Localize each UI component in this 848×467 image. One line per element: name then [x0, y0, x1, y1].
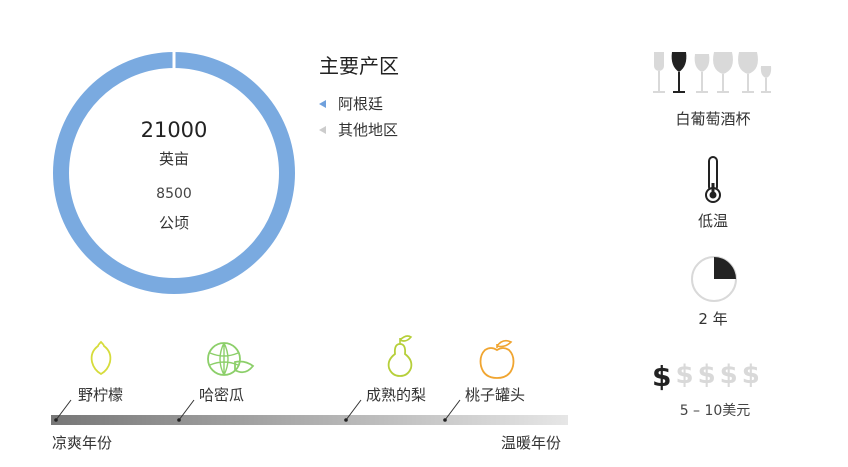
glass-label: 白葡萄酒杯: [675, 110, 751, 128]
wine-glasses: [650, 50, 776, 102]
aging-pie: [690, 255, 738, 307]
glass-icon: [760, 66, 772, 93]
dollar-icon-inactive: $: [719, 360, 738, 390]
legend-item-main: 阿根廷: [319, 93, 383, 114]
glass-icon: [738, 52, 758, 93]
area-hectares-value: 8500: [156, 186, 192, 202]
dollar-icon-active: $: [652, 360, 672, 393]
price-label: 5 – 10美元: [679, 403, 751, 419]
dollar-icon-inactive: $: [741, 360, 760, 390]
glass-icon: [653, 52, 665, 93]
legend-label: 其他地区: [338, 121, 399, 139]
legend-marker-icon: [319, 125, 326, 134]
fruit-label-peach: 桃子罐头: [465, 386, 526, 404]
glass-icon: [694, 54, 710, 93]
pointer-line: [444, 399, 461, 421]
donut-svg: [53, 50, 295, 294]
fruit-label-melon: 哈密瓜: [199, 386, 245, 404]
dollar-icon-inactive: $: [675, 360, 694, 390]
temperature-label: 低温: [697, 212, 728, 230]
regions-title: 主要产区: [319, 54, 399, 78]
legend-item-other: 其他地区: [319, 119, 398, 140]
price-rating: $$$$$: [652, 360, 760, 393]
wine-glass-icons: [653, 52, 772, 93]
pointer-line: [178, 399, 195, 421]
peach-icon: [478, 338, 516, 384]
thermometer-icon: [703, 155, 723, 209]
area-donut-chart: [51, 50, 297, 296]
area-acres-value: 21000: [140, 118, 208, 142]
scale-right-label: 温暖年份: [501, 434, 562, 452]
pear-icon: [385, 334, 417, 382]
dollar-icon-inactive: $: [697, 360, 716, 390]
area-hectares-unit: 公顷: [158, 214, 189, 232]
scale-bar: [51, 415, 568, 425]
aging-slice: [714, 257, 736, 279]
fruit-label-lemon: 野柠檬: [78, 386, 124, 404]
donut-ring: [53, 52, 295, 294]
pointer-line: [345, 399, 362, 421]
scale-left-label: 凉爽年份: [52, 434, 113, 452]
aging-label: 2 年: [698, 310, 728, 328]
aging-clock-icon: [691, 256, 737, 302]
area-acres-unit: 英亩: [158, 150, 189, 168]
pointer-line: [55, 399, 72, 421]
glass-icon-selected: [671, 52, 687, 93]
melon-icon: [205, 340, 255, 382]
lemon-icon: [87, 340, 115, 380]
legend-marker-icon: [319, 99, 326, 108]
vintage-scale: [51, 390, 571, 434]
glass-icon: [713, 52, 733, 93]
fruit-label-pear: 成熟的梨: [366, 386, 427, 404]
legend-label: 阿根廷: [338, 95, 384, 113]
